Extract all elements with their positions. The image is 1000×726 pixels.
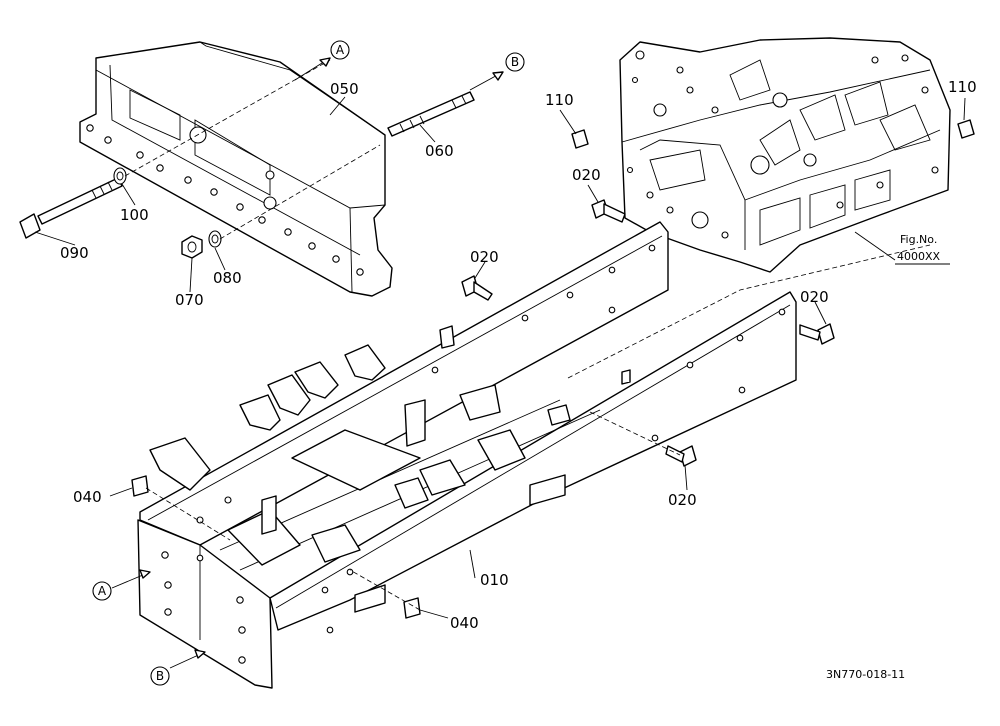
bolt-020-top: [591, 199, 626, 223]
ref-b-bottom: B: [150, 666, 170, 686]
drawing-number: 3N770-018-11: [826, 668, 905, 681]
washer-100: [113, 167, 127, 185]
leader-lines: [34, 57, 966, 669]
figure-ref-label: Fig.No.: [900, 233, 937, 246]
svg-text:A: A: [98, 584, 107, 598]
stud-060: [387, 91, 475, 137]
figure-ref-number: 4000XX: [897, 250, 941, 263]
callout-100: 100: [120, 206, 149, 224]
nut-070: [181, 235, 203, 259]
callout-040-upper: 040: [73, 488, 102, 506]
bolt-090-head: [19, 213, 41, 239]
svg-text:B: B: [511, 55, 519, 69]
callout-110-right: 110: [948, 78, 977, 96]
callout-080: 080: [213, 269, 242, 287]
front-bracket-050: [79, 41, 393, 297]
bolt-110-right: [957, 119, 975, 139]
ref-a-bottom: A: [92, 581, 112, 601]
frame-010: [137, 221, 797, 689]
engine-block: [619, 37, 951, 273]
bolt-110-left: [571, 129, 589, 149]
ref-a-top: A: [330, 40, 350, 60]
callout-020-top: 020: [572, 166, 601, 184]
callout-110-left: 110: [545, 91, 574, 109]
ref-b-top: B: [505, 52, 525, 72]
callout-010: 010: [480, 571, 509, 589]
bolt-020-lower: [665, 445, 697, 467]
bolt-040-lower: [403, 597, 421, 619]
callout-040-lower: 040: [450, 614, 479, 632]
callout-070: 070: [175, 291, 204, 309]
svg-text:A: A: [336, 43, 345, 57]
callout-020-right: 020: [800, 288, 829, 306]
callout-060: 060: [425, 142, 454, 160]
bolt-020-right: [799, 323, 835, 345]
svg-text:B: B: [156, 669, 164, 683]
bolt-040-upper: [131, 475, 149, 497]
callout-090: 090: [60, 244, 89, 262]
callout-050: 050: [330, 80, 359, 98]
callout-020-mid: 020: [470, 248, 499, 266]
fasteners: [19, 91, 975, 619]
bolt-090-shank: [37, 177, 123, 225]
washer-080: [208, 230, 222, 248]
figure-reference: Fig.No. 4000XX: [895, 233, 950, 265]
callout-020-lower: 020: [668, 491, 697, 509]
bolt-020-mid: [461, 275, 493, 301]
